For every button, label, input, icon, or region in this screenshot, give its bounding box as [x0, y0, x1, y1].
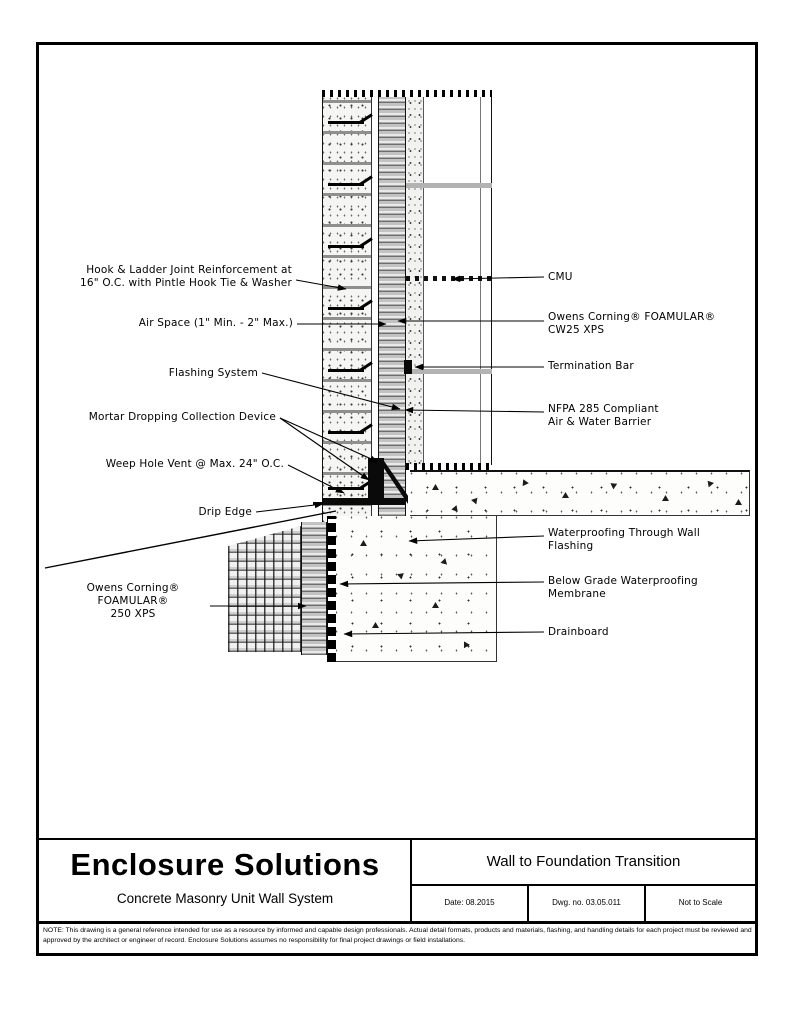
callout-joint-reinforcement: Hook & Ladder Joint Reinforcement at 16"… [80, 264, 292, 290]
cmu-joint [406, 183, 492, 188]
callout-air-water-barrier: NFPA 285 Compliant Air & Water Barrier [548, 403, 659, 429]
disclaimer-note: NOTE: This drawing is a general referenc… [43, 927, 752, 945]
joint-reinforcement-tie [328, 183, 364, 186]
aggregate [372, 622, 379, 628]
aggregate [432, 602, 439, 608]
titleblock-top-line [39, 838, 755, 840]
through-wall-flashing [322, 498, 406, 505]
callout-below-grade-membrane: Below Grade Waterproofing Membrane [548, 575, 698, 601]
titleblock-divider [410, 838, 412, 922]
aggregate [735, 499, 742, 505]
joint-reinforcement-tie [328, 431, 364, 434]
aggregate [432, 484, 439, 490]
drawing-title: Wall to Foundation Transition [486, 853, 681, 870]
cmu-cell-line [480, 97, 481, 465]
masonry-veneer [322, 97, 372, 565]
joint-reinforcement-tie [328, 121, 364, 124]
wall-top-cut-band [322, 90, 492, 97]
joint-reinforcement-tie [328, 487, 364, 490]
scale-cell: Not to Scale [678, 898, 723, 907]
callout-drainboard: Drainboard [548, 626, 609, 638]
date-cell: Date: 08.2015 [444, 898, 495, 907]
waterproofing-membrane [327, 516, 336, 662]
joint-reinforcement-tie [328, 369, 364, 372]
callout-foamular-cw25: Owens Corning® FOAMULAR® CW25 XPS [548, 311, 716, 337]
titleblock-bottom-line [39, 921, 755, 924]
below-grade-insulation [301, 522, 327, 655]
callout-drip-edge: Drip Edge [198, 506, 252, 518]
callout-flashing-system: Flashing System [168, 367, 258, 379]
termination-bar-mark [404, 360, 412, 374]
cmu-bottom-cut-band [406, 463, 492, 470]
cmu-joint [406, 369, 492, 374]
titleblock-mid-line [412, 884, 755, 886]
aggregate [360, 540, 367, 546]
callout-mortar-collection: Mortar Dropping Collection Device [88, 411, 276, 423]
titleblock-cell-divider [527, 884, 529, 922]
dwg-no-cell: Dwg. no. 03.05.011 [552, 898, 621, 907]
drainboard-hatch [228, 526, 301, 652]
callout-termination-bar: Termination Bar [548, 360, 634, 372]
callout-weep-hole: Weep Hole Vent @ Max. 24" O.C. [105, 458, 284, 470]
aggregate [662, 495, 669, 501]
aggregate [562, 492, 569, 498]
foundation-wall [335, 516, 497, 662]
cmu-wall [406, 97, 492, 465]
floor-slab [410, 470, 750, 516]
mortar-collection-device [368, 458, 384, 502]
system-subtitle: Concrete Masonry Unit Wall System [116, 891, 334, 906]
joint-reinforcement-tie [328, 307, 364, 310]
drip-edge-mark [313, 502, 325, 505]
callout-through-wall-flashing: Waterproofing Through Wall Flashing [548, 527, 700, 553]
sheet-border [36, 42, 758, 956]
titleblock-cell-divider [644, 884, 646, 922]
cmu-face-shell [406, 97, 424, 465]
callout-cmu: CMU [548, 271, 573, 283]
joint-reinforcement-tie [328, 245, 364, 248]
cmu-bond-beam-joint [406, 276, 492, 281]
callout-air-space: Air Space (1" Min. - 2" Max.) [138, 317, 293, 329]
callout-foamular-250: Owens Corning® FOAMULAR® 250 XPS [86, 582, 180, 621]
company-name: Enclosure Solutions [70, 847, 380, 882]
